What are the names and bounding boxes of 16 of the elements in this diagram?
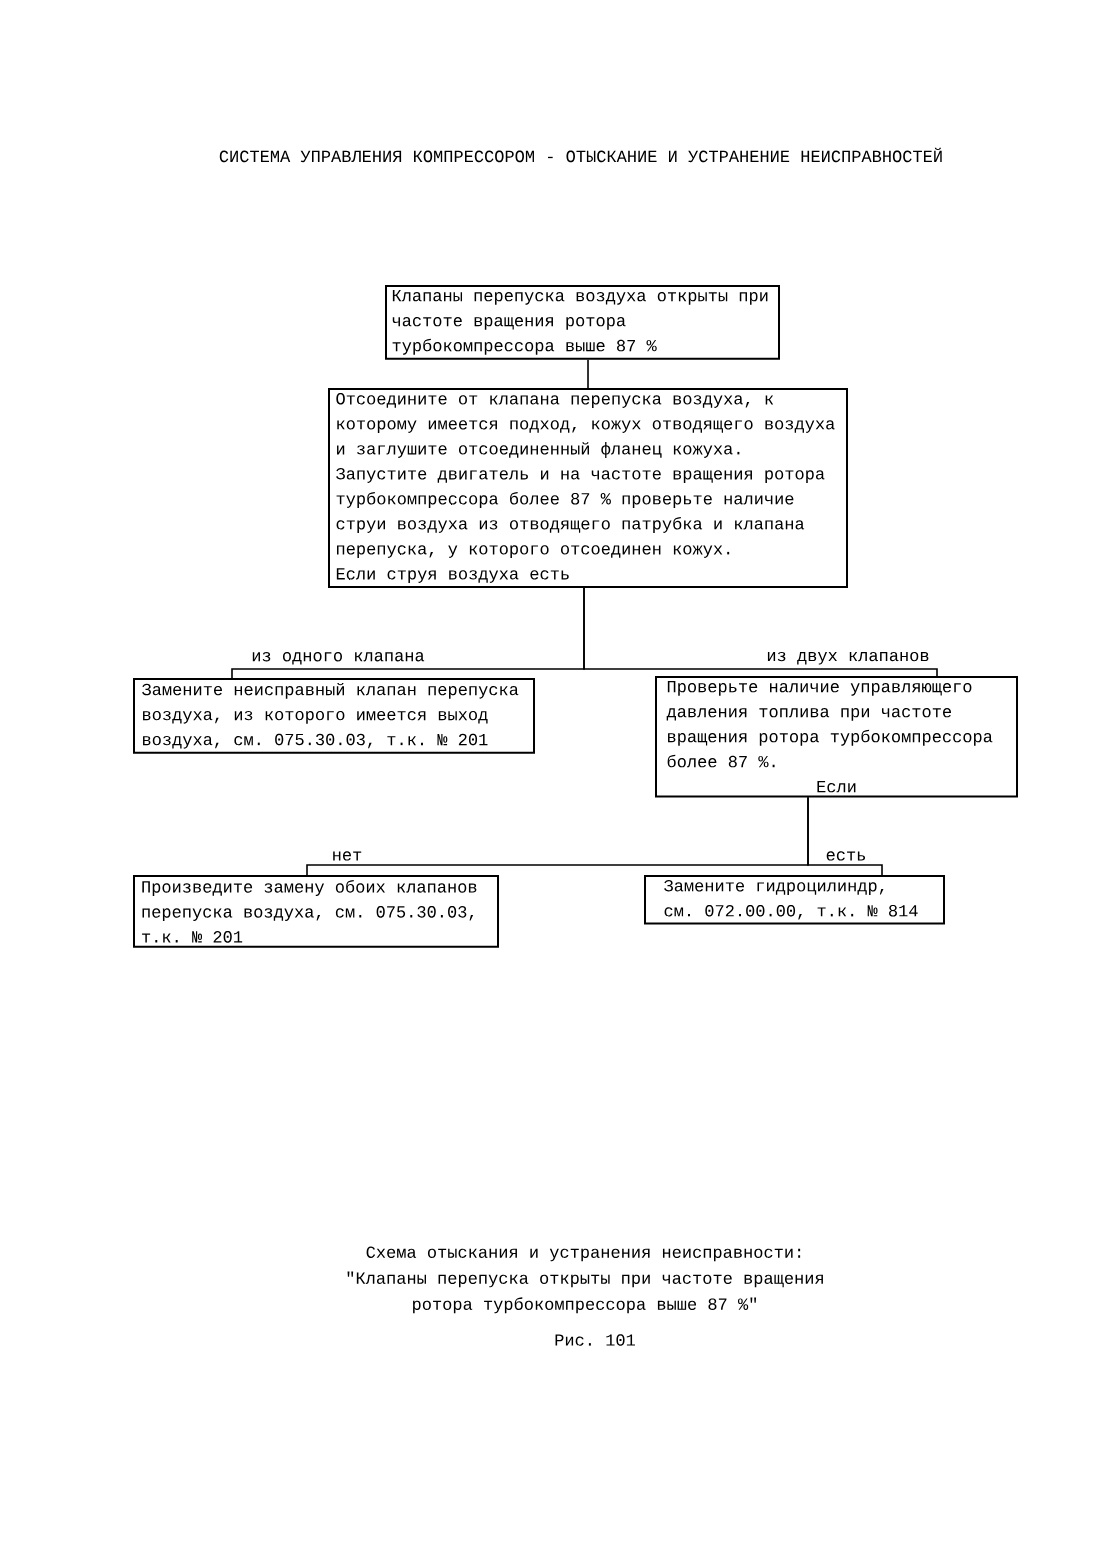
process-box: Замените гидроцилиндр, см. 072.00.00, т.к. № 814 [644, 875, 945, 925]
caption: Схема отыскания и устранения неисправности: "Клапаны перепуска открыты при частоте вращения ротора турбокомпрессора выше 87 %" [347, 1246, 823, 1314]
edge-label: из одного клапана [249, 650, 427, 667]
process-box: Замените неисправный клапан перепуска воздуха, из которого имеется выход воздуха, см. 075.30.03, т.к. № 201 [133, 678, 535, 754]
process-box: Произведите замену обоих клапанов перепуска воздуха, см. 075.30.03, т.к. № 201 [133, 875, 499, 948]
process-box: Проверьте наличие управляющего давления топлива при частоте вращения ротора турбокомпрессора более 87 %. Если [655, 676, 1018, 798]
connector-line [587, 358, 589, 389]
process-box: Клапаны перепуска воздуха открыты при частоте вращения ротора турбокомпрессора выше 87 % [385, 285, 780, 360]
edge-label: из двух клапанов [764, 649, 932, 667]
connector-line [583, 587, 938, 677]
figure-number: Рис. 101 [555, 1334, 635, 1346]
connector-line [807, 796, 883, 876]
edge-label: есть [823, 849, 869, 863]
edge-label: нет [329, 849, 365, 863]
process-box: Отсоедините от клапана перепуска воздуха, к которому имеется подход, кожух отводящего воздуха и заглушите отсоединенный фланец кожуха. Запустите двигатель и на частоте вращения ротора турбокомпрессора более 87 % проверьте наличие струи воздуха из отводящего патрубка и клапана перепуска, у которого отсоединен кожух. Если струя воздуха есть [328, 388, 848, 588]
title: СИСТЕМА УПРАВЛЕНИЯ КОМПРЕССОРОМ - ОТЫСКАНИЕ И УСТРАНЕНИЕ НЕИСПРАВНОСТЕЙ [219, 147, 942, 163]
